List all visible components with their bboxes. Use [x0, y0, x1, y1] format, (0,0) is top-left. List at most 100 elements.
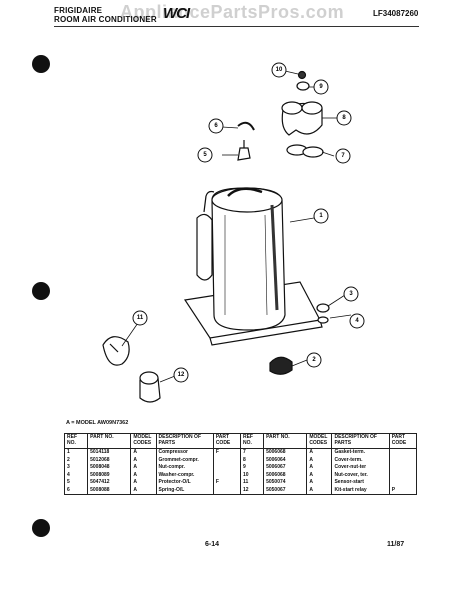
ref-no: 6: [63, 486, 89, 495]
ref-no: 11: [239, 479, 265, 487]
model-code: A: [306, 456, 333, 464]
callout-6: 6: [214, 123, 218, 129]
part-code: [388, 479, 418, 487]
part-code: [388, 464, 418, 472]
part-code: [388, 471, 418, 479]
header-rule: [54, 26, 419, 27]
accumulator: [196, 213, 213, 281]
table-row: 5 5047412 A Protector-O/L F 11 5050074 A…: [63, 479, 418, 487]
model-code: A: [306, 464, 333, 472]
description: Nut-cover, ter.: [331, 471, 390, 479]
protector-ol-part: [237, 147, 251, 161]
model-code: A: [130, 479, 157, 487]
callout-10: 10: [276, 67, 283, 73]
header-description: DESCRIPTION OF PARTS: [155, 433, 214, 449]
ref-no: 9: [239, 464, 265, 472]
callout-4: 4: [355, 318, 359, 324]
model-code: A: [306, 448, 333, 457]
callout-2: 2: [312, 357, 316, 363]
part-code: [212, 456, 241, 464]
description: Nut-compr.: [155, 464, 214, 472]
header-model-codes: MODEL CODES: [130, 433, 157, 449]
nut-cover-part: [296, 81, 310, 91]
spring-ol-part: [237, 121, 255, 131]
table-row: 3 5008048 A Nut-compr. 9 5006067 A Cover…: [63, 464, 418, 472]
callout-9: 9: [319, 84, 323, 90]
ref-no: 4: [63, 471, 89, 479]
part-no: 5014118: [87, 448, 132, 457]
ref-no: 3: [63, 464, 89, 472]
part-no: 5006064: [263, 456, 308, 464]
ref-no: 2: [63, 456, 89, 464]
table-row: 2 5012068 A Grommet-compr. 8 5006064 A C…: [63, 456, 418, 464]
callout-12: 12: [178, 372, 185, 378]
description: Grommet-compr.: [155, 456, 214, 464]
table-row: 1 5014118 A Compressor F 7 5006068 A Gas…: [63, 448, 418, 457]
part-code: [212, 464, 241, 472]
header-logo: WCI: [163, 5, 190, 22]
parts-table-header: REF NO. PART NO. MODEL CODES DESCRIPTION…: [63, 433, 418, 449]
description: Washer-compr.: [155, 471, 214, 479]
part-no: 5050067: [263, 486, 308, 495]
model-code: A: [306, 471, 333, 479]
model-code: A: [130, 471, 157, 479]
table-row: 4 5008089 A Washer-compr. 10 5006068 A N…: [63, 471, 418, 479]
part-code: P: [388, 486, 418, 495]
model-code: A: [306, 486, 333, 495]
part-no: 5012068: [87, 456, 132, 464]
part-no: 5008089: [87, 471, 132, 479]
callout-11: 11: [137, 315, 144, 321]
parts-table: REF NO. PART NO. MODEL CODES DESCRIPTION…: [63, 433, 418, 495]
header-ref-no-right: REF NO.: [239, 433, 265, 449]
part-code: [212, 471, 241, 479]
part-code: [388, 456, 418, 464]
binder-hole-top: [32, 55, 50, 73]
description: Cover-nut-ter: [331, 464, 390, 472]
ref-no: 12: [239, 486, 265, 495]
header-description-right: DESCRIPTION OF PARTS: [331, 433, 390, 449]
header-subtitle: ROOM AIR CONDITIONER: [54, 15, 157, 24]
callout-7: 7: [341, 153, 345, 159]
part-code: F: [212, 479, 241, 487]
header-part-no-right: PART NO.: [263, 433, 308, 449]
washer-compr-part: [317, 316, 329, 324]
header-model-number: LF34087260: [373, 9, 419, 18]
ref-no: 10: [239, 471, 265, 479]
part-no: 5008048: [87, 464, 132, 472]
table-row: 6 5008088 A Spring-O/L 12 5050067 A Kit-…: [63, 486, 418, 495]
binder-hole-bottom: [32, 519, 50, 537]
description: Kit-start relay: [331, 486, 390, 495]
part-no: 5006068: [263, 471, 308, 479]
part-no: 5006067: [263, 464, 308, 472]
part-no: 5047412: [87, 479, 132, 487]
part-no: 5008088: [87, 486, 132, 495]
header-brand-block: FRIGIDAIRE ROOM AIR CONDITIONER: [54, 6, 157, 24]
header-model-codes-right: MODEL CODES: [306, 433, 333, 449]
callout-3: 3: [349, 291, 353, 297]
description: Spring-O/L: [155, 486, 214, 495]
ref-no: 7: [239, 448, 265, 457]
model-code: A: [130, 456, 157, 464]
part-no: 5006068: [263, 448, 308, 457]
description: Compressor: [155, 448, 214, 457]
model-note: A = MODEL AW09N7362: [66, 420, 129, 426]
header-brand: FRIGIDAIRE: [54, 6, 103, 15]
model-code: A: [130, 448, 157, 457]
description: Sensor-start: [331, 479, 390, 487]
description: Gasket-term.: [331, 448, 390, 457]
header-part-code: PART CODE: [212, 433, 241, 449]
binder-hole-middle: [32, 282, 50, 300]
description: Protector-O/L: [155, 479, 214, 487]
grommet-compr-part: [316, 303, 330, 313]
header-part-code-right: PART CODE: [388, 433, 418, 449]
publication-date: 11/87: [387, 541, 405, 548]
part-code: [388, 448, 418, 457]
model-code: A: [130, 464, 157, 472]
callout-8: 8: [342, 115, 346, 121]
callout-1: 1: [319, 213, 323, 219]
page-number: 6-14: [205, 541, 220, 548]
nut-compr-part: [269, 356, 293, 375]
model-code: A: [306, 479, 333, 487]
watermark: AppliancePartsPros.com: [120, 2, 345, 22]
